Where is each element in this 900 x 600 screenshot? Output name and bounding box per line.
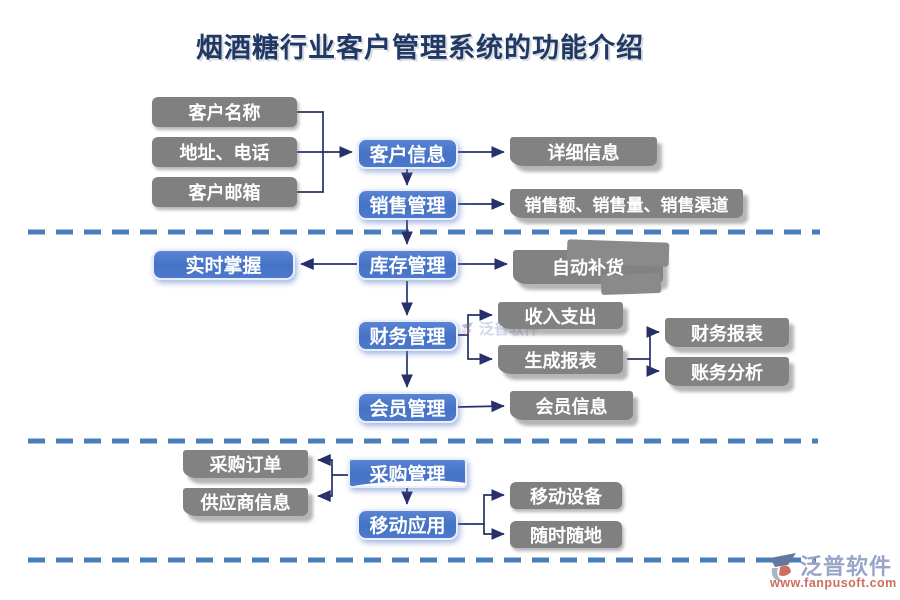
node-auto-replenish: 自动补货: [513, 250, 663, 284]
node-customer-info: 客户信息: [357, 138, 458, 169]
fanpu-logo-icon: [461, 321, 474, 336]
node-report-gen: 生成报表: [498, 345, 623, 374]
node-purchase-order: 采购订单: [183, 450, 308, 478]
node-finance-report: 财务报表: [665, 318, 789, 347]
watermark-bottom-right: 泛普软件 www.fanpusoft.com: [762, 548, 898, 594]
flow-arrows: [297, 111, 660, 540]
node-sales-mgmt: 销售管理: [357, 189, 458, 220]
node-detail-info: 详细信息: [510, 137, 657, 166]
node-sales-metrics: 销售额、销售量、销售渠道: [510, 189, 743, 218]
node-customer-name: 客户名称: [152, 97, 297, 127]
node-mobile-app: 移动应用: [357, 509, 458, 540]
node-mobile-device: 移动设备: [510, 482, 622, 509]
node-address-phone: 地址、电话: [152, 137, 297, 167]
node-member-info: 会员信息: [510, 391, 633, 420]
fanpu-logo-icon: [770, 553, 796, 582]
wave-decoration: [350, 478, 465, 486]
node-realtime-grasp: 实时掌握: [152, 249, 295, 280]
node-account-analysis: 账务分析: [665, 357, 789, 386]
node-finance-mgmt: 财务管理: [357, 320, 458, 351]
node-anytime-anywhere: 随时随地: [510, 521, 622, 548]
node-income-expense: 收入支出: [498, 302, 623, 329]
brand-url: www.fanpusoft.com: [770, 576, 897, 590]
section-divider-lines: [28, 229, 820, 563]
brand-name: 泛普软件: [800, 554, 893, 579]
node-inventory-mgmt: 库存管理: [357, 249, 458, 280]
node-supplier-info: 供应商信息: [183, 488, 308, 516]
page-title: 烟酒糖行业客户管理系统的功能介绍: [196, 33, 644, 63]
node-purchase-mgmt: 采购管理: [348, 458, 467, 488]
node-customer-email: 客户邮箱: [152, 177, 297, 207]
node-member-mgmt: 会员管理: [357, 392, 458, 423]
